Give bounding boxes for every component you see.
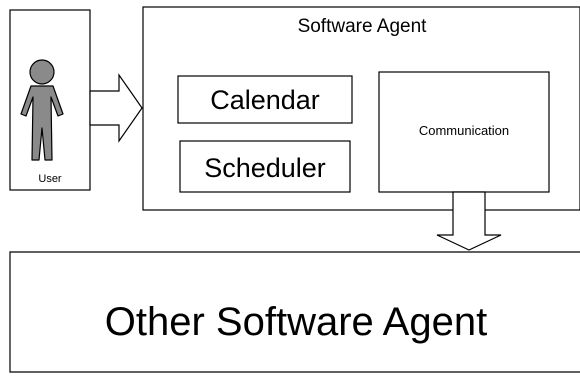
communication-to-other-agent-arrow	[436, 191, 502, 251]
software-agent-label: Software Agent	[298, 16, 428, 37]
user-to-agent-arrow	[89, 73, 143, 143]
other-software-agent-box	[9, 251, 580, 373]
communication-box	[378, 71, 550, 193]
user-label: User	[38, 173, 62, 185]
software-agent-node: Software Agent Calendar Scheduler Commun…	[142, 6, 580, 211]
calendar-label: Calendar	[210, 85, 320, 115]
other-software-agent-label: Other Software Agent	[105, 300, 487, 344]
other-software-agent-node: Other Software Agent	[9, 251, 580, 373]
scheduler-box	[179, 140, 351, 193]
communication-label: Communication	[419, 123, 509, 138]
user-node: User	[9, 9, 91, 191]
person-icon	[20, 59, 64, 161]
calendar-box	[177, 75, 353, 124]
scheduler-label: Scheduler	[204, 153, 326, 183]
